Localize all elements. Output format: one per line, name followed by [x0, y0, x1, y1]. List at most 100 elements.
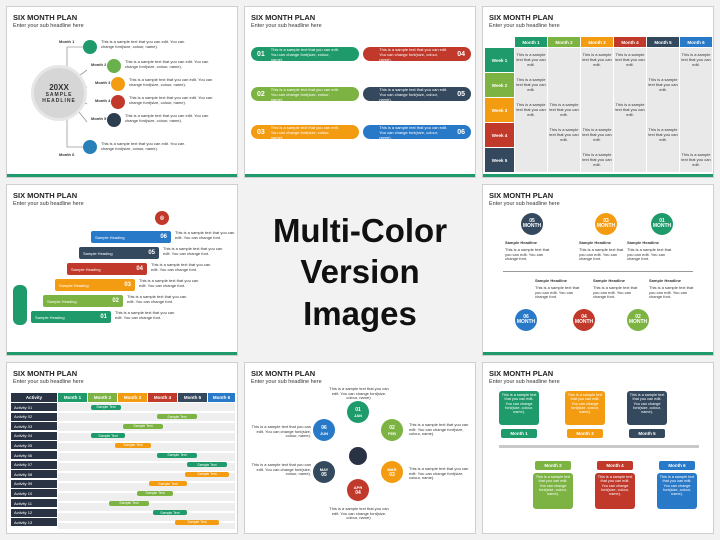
- top-card-month-5: This is a sample text that you can edit.…: [627, 391, 667, 425]
- sample-text: This is a sample text that you can edit.…: [125, 113, 209, 123]
- activity-header: Activity: [11, 393, 57, 402]
- sample-text: This is a sample text that you can edit.…: [535, 285, 580, 300]
- month-header: Month 4: [614, 37, 646, 47]
- slide-thumbnail-5[interactable]: SIX MONTH PLAN Enter your sub headline h…: [482, 184, 714, 356]
- center-heading-line-1: Multi-Color: [272, 212, 448, 250]
- gantt-bar: Sample Text: [137, 490, 173, 496]
- gantt-bar: Sample Text: [157, 452, 197, 458]
- month-marker-04: 04 MONTH: [573, 309, 595, 331]
- month-header: Month 3: [581, 37, 613, 47]
- sample-text: This is a sample text that you can edit.…: [251, 424, 311, 439]
- grid-cell-text: This is a sample text that you can edit.: [549, 127, 579, 142]
- center-heading-line-2: Version Images: [300, 253, 420, 332]
- slide-subtitle: Enter your sub headline here: [251, 23, 322, 29]
- step-pill-05: This is a sample text that you can edit.…: [363, 87, 471, 102]
- slide-subtitle: Enter your sub headline here: [489, 201, 560, 207]
- month-header: Month 5: [647, 37, 679, 47]
- sample-text: This is a sample text that you can edit.…: [101, 39, 185, 49]
- month-header: Month 1: [58, 393, 87, 402]
- footer-bar: [7, 174, 237, 177]
- month-label: Month 4: [597, 461, 633, 470]
- month-header: Month 1: [515, 37, 547, 47]
- sample-text: This is a sample text that you can edit.…: [329, 506, 389, 521]
- sample-text: This is a sample text that you can edit.…: [129, 95, 213, 105]
- sample-text: This is a sample text that you can edit.…: [593, 285, 638, 300]
- month-marker-03: 03 MONTH: [595, 213, 617, 235]
- sample-text: This is a sample text that you can edit.…: [579, 247, 624, 262]
- footer-bar: [245, 174, 475, 177]
- sample-text: This is a sample text that you can edit.…: [163, 246, 223, 256]
- grid-cell-text: This is a sample text that you can edit.: [681, 152, 711, 167]
- sample-text: This is a sample text that you can edit.…: [101, 141, 185, 151]
- grid-cell-text: This is a sample text that you can edit.: [582, 152, 612, 167]
- headline: Sample Headline: [505, 240, 538, 245]
- hub-circle: [349, 447, 367, 465]
- slide-subtitle: Enter your sub headline here: [13, 201, 84, 207]
- month-label: Month 1: [501, 429, 537, 438]
- sample-text: This is a sample text that you can edit.…: [409, 466, 469, 481]
- slide-thumbnail-1[interactable]: SIX MONTH PLAN Enter your sub headline h…: [6, 6, 238, 178]
- month-header: Month 6: [680, 37, 712, 47]
- month-marker-01: 01 MONTH: [651, 213, 673, 235]
- grid-cell-text: This is a sample text that you can edit.: [516, 102, 546, 117]
- top-card-month-1: This is a sample text that you can edit.…: [499, 391, 539, 425]
- activity-label: Activity 11: [11, 499, 57, 507]
- activity-label: Activity 09: [11, 479, 57, 488]
- slide-title: SIX MONTH PLAN: [489, 13, 554, 22]
- slide-subtitle: Enter your sub headline here: [13, 379, 84, 385]
- slide-subtitle: Enter your sub headline here: [251, 379, 322, 385]
- month-label: Month 5: [91, 116, 107, 121]
- month-label: Month 6: [59, 152, 75, 157]
- grid-cell-text: This is a sample text that you can edit.: [516, 77, 546, 92]
- week-header: Week 2: [485, 73, 514, 97]
- month-label: Month 4: [95, 98, 111, 103]
- grid-cell-text: This is a sample text that you can edit.: [516, 52, 546, 67]
- bottom-card-month-6: This is a sample text that you can edit.…: [657, 473, 697, 509]
- month-6-icon: [83, 140, 97, 154]
- slide-thumbnail-2[interactable]: SIX MONTH PLAN Enter your sub headline h…: [244, 6, 476, 178]
- step-pill-06: This is a sample text that you can edit.…: [363, 125, 471, 140]
- gantt-bar: Sample Text: [149, 481, 187, 487]
- gantt-bar: Sample Text: [91, 433, 125, 439]
- center-label: SAMPLE HEADLINE: [42, 91, 76, 104]
- grid-cell-text: This is a sample text that you can edit.: [549, 102, 579, 117]
- month-label: Month 6: [659, 461, 695, 470]
- slide-title: SIX MONTH PLAN: [13, 13, 78, 22]
- top-card-month-3: This is a sample text that you can edit.…: [565, 391, 605, 425]
- slide-title: SIX MONTH PLAN: [251, 369, 316, 378]
- sample-text: This is a sample text that you can edit.…: [627, 247, 672, 262]
- headline: Sample Headline: [535, 278, 568, 283]
- month-header: Month 4: [148, 393, 177, 402]
- slide-thumbnail-8[interactable]: SIX MONTH PLAN Enter your sub headline h…: [482, 362, 714, 534]
- gantt-bar: Sample Text: [175, 519, 219, 525]
- slide-title: SIX MONTH PLAN: [489, 369, 554, 378]
- footer-bar: [7, 352, 237, 355]
- slide-thumbnail-3[interactable]: SIX MONTH PLAN Enter your sub headline h…: [482, 6, 714, 178]
- bottom-card-month-4: This is a sample text that you can edit.…: [595, 473, 635, 509]
- sample-text: This is a sample text that you can edit.…: [115, 310, 175, 320]
- slide-thumbnail-6[interactable]: SIX MONTH PLAN Enter your sub headline h…: [6, 362, 238, 534]
- headline: Sample Headline: [649, 278, 682, 283]
- center-heading: Multi-Color Version Images: [242, 186, 478, 358]
- slide-title: SIX MONTH PLAN: [13, 191, 78, 200]
- activity-label: Activity 10: [11, 489, 57, 498]
- slide-title: SIX MONTH PLAN: [489, 191, 554, 200]
- sample-text: This is a sample text that you can edit.…: [125, 59, 209, 69]
- gantt-bar: Sample Text: [157, 414, 197, 419]
- month-label: Month 2: [91, 62, 107, 67]
- month-marker-06: 06 MONTH: [515, 309, 537, 331]
- gantt-bar: Sample Text: [185, 471, 229, 477]
- activity-label: Activity 01: [11, 403, 57, 411]
- slide-thumbnail-7[interactable]: SIX MONTH PLAN Enter your sub headline h…: [244, 362, 476, 534]
- slide-thumbnail-4[interactable]: SIX MONTH PLAN Enter your sub headline h…: [6, 184, 238, 356]
- step-pill-04: This is a sample text that you can edit.…: [363, 47, 471, 62]
- gantt-bar: Sample Text: [109, 500, 149, 506]
